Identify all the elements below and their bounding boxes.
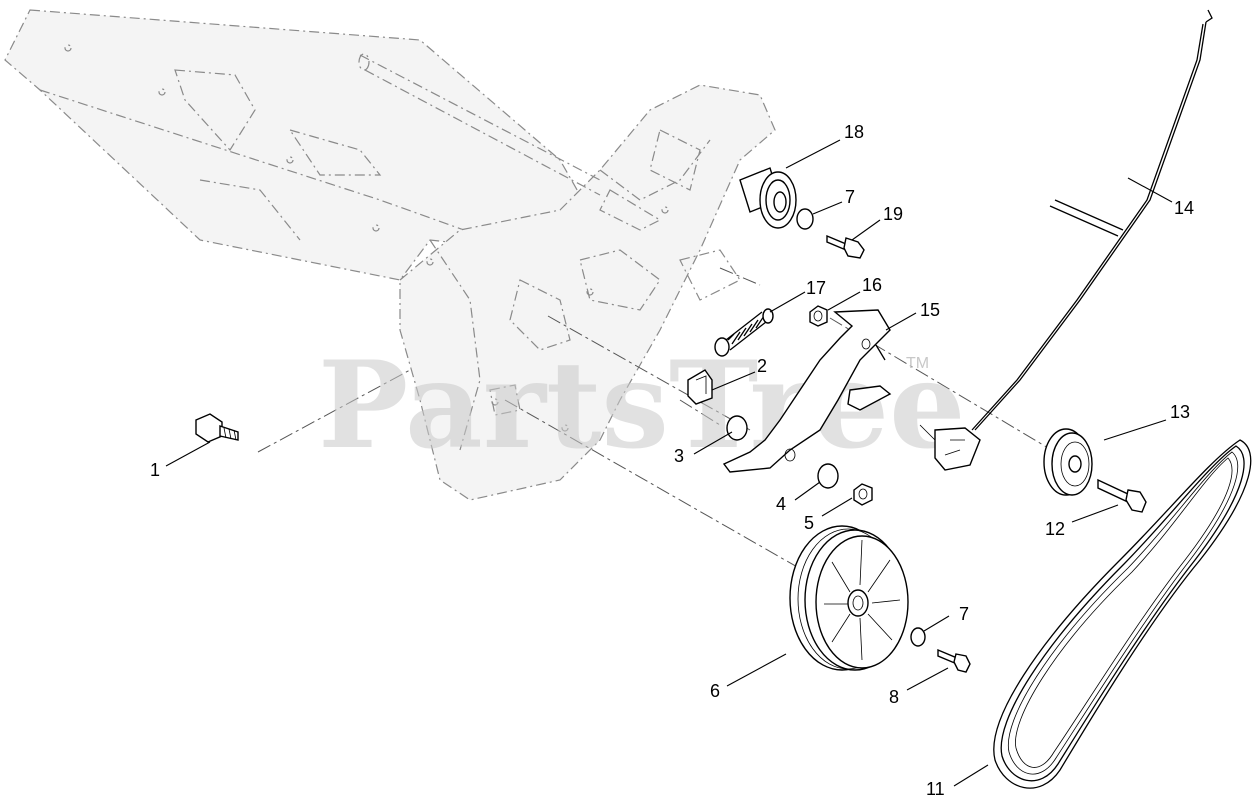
part-12-bolt (1097, 478, 1147, 513)
callout-18: 18 (844, 122, 864, 142)
part-4-washer (817, 463, 839, 489)
part-14-cable (919, 9, 1213, 471)
part-18-pulley-hub (739, 167, 797, 229)
part-8-bolt (937, 648, 971, 673)
callout-5: 5 (804, 513, 814, 533)
leader-lines (165, 139, 1173, 787)
part-6-drive-pulley (789, 525, 909, 671)
watermark-tm: TM (906, 355, 929, 372)
callout-labels: 1 2 3 4 5 6 7 7 8 11 12 13 14 15 16 17 1… (150, 122, 1194, 799)
callout-15: 15 (920, 300, 940, 320)
callout-7-upper: 7 (845, 187, 855, 207)
part-7-washer-lower (910, 627, 926, 647)
callout-16: 16 (862, 275, 882, 295)
callout-19: 19 (883, 204, 903, 224)
callout-14: 14 (1174, 198, 1194, 218)
part-13-idler-pulley (1043, 428, 1093, 496)
callout-17: 17 (806, 278, 826, 298)
part-2-clip (687, 369, 713, 405)
part-7-washer-upper (796, 208, 814, 230)
part-15-idler-arm (722, 309, 892, 473)
callout-2: 2 (757, 356, 767, 376)
callout-8: 8 (889, 687, 899, 707)
callout-11: 11 (926, 779, 945, 799)
callout-7-lower: 7 (959, 604, 969, 624)
callout-1: 1 (150, 460, 160, 480)
ghosted-frame-housing (4, 9, 776, 501)
part-16-nut (809, 305, 828, 327)
callout-13: 13 (1170, 402, 1190, 422)
part-3-washer (726, 415, 748, 441)
callout-12: 12 (1045, 519, 1065, 539)
part-19-bolt (826, 234, 865, 259)
part-1-bolt (195, 413, 239, 443)
part-5-nut (853, 483, 873, 506)
part-17-spring (714, 308, 774, 357)
callout-6: 6 (710, 681, 720, 701)
callout-4: 4 (776, 494, 786, 514)
part-11-belt (993, 439, 1252, 789)
callout-3: 3 (674, 446, 684, 466)
